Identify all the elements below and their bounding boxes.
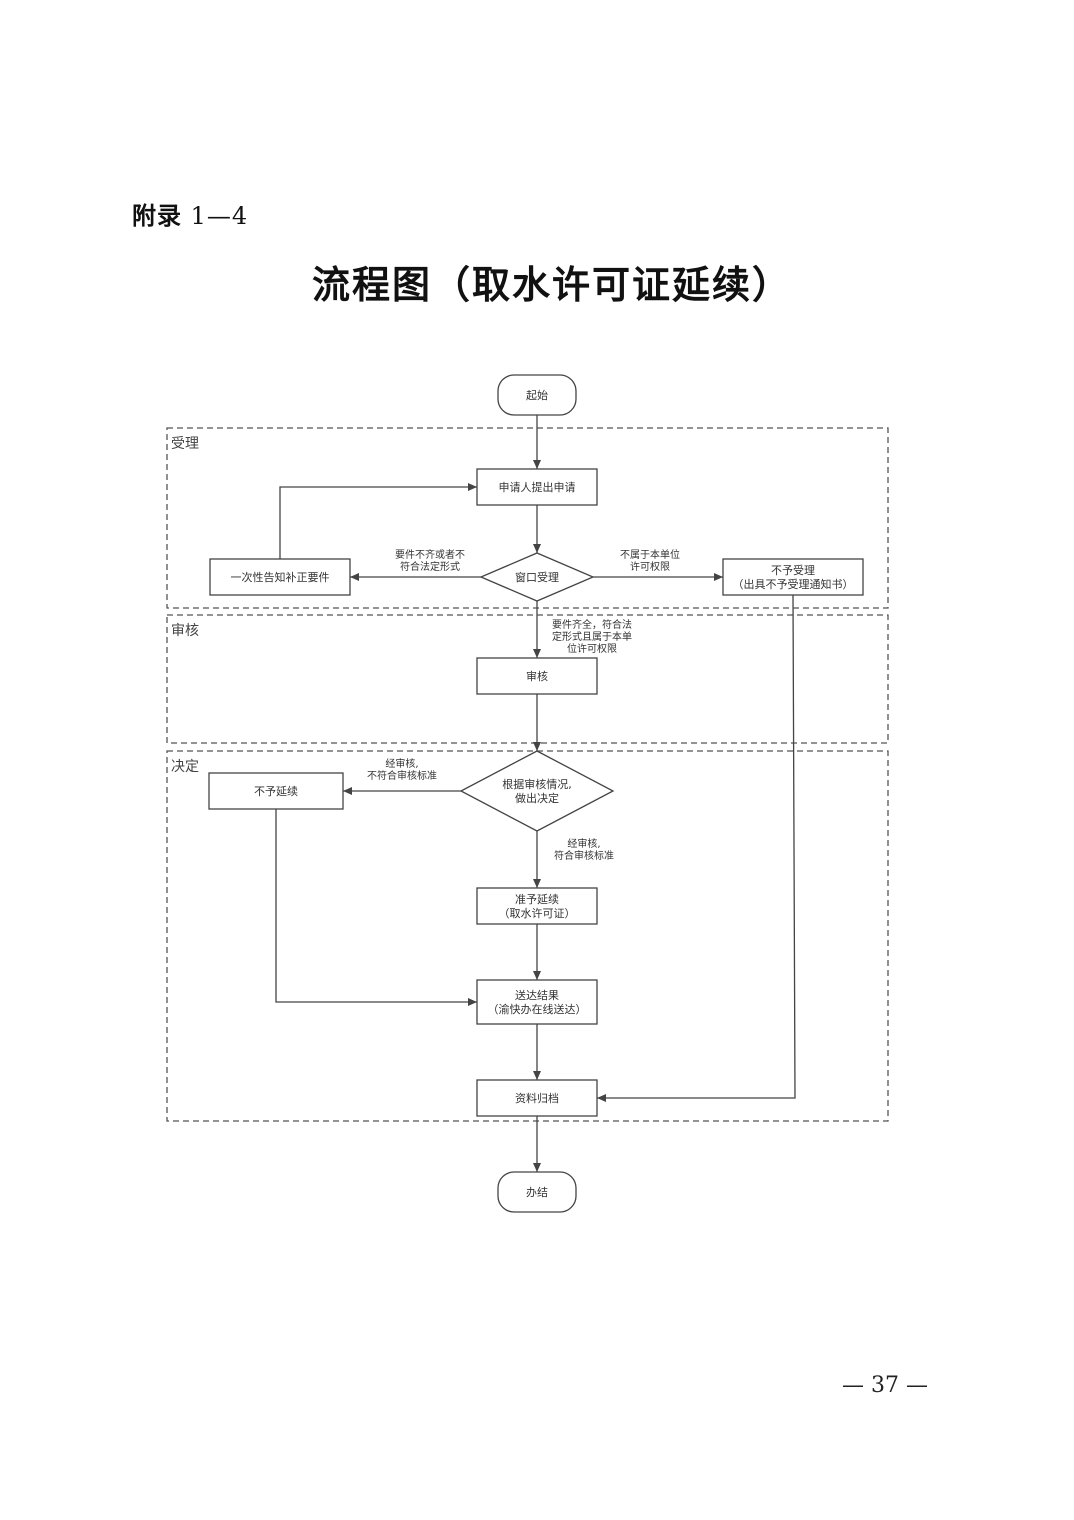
edge-label-line: 定形式且属于本单 bbox=[552, 630, 632, 643]
edge-label-line: 经审核, bbox=[567, 837, 600, 850]
node-text: 一次性告知补正要件 bbox=[231, 570, 330, 584]
node-text: （渝快办在线送达） bbox=[488, 1002, 587, 1016]
node-text: 不予延续 bbox=[254, 784, 298, 798]
lane-review bbox=[166, 614, 889, 744]
appendix-label-num: 1—4 bbox=[190, 202, 249, 230]
node-start: 起始 bbox=[497, 374, 577, 416]
edge-label-line: 要件齐全，符合法 bbox=[552, 618, 632, 631]
edge-notify-to-apply bbox=[279, 483, 477, 559]
node-text: （出具不予受理通知书） bbox=[733, 577, 854, 591]
node-text: 起始 bbox=[526, 388, 548, 402]
node-text: 根据审核情况, bbox=[502, 777, 572, 791]
node-apply: 申请人提出申请 bbox=[476, 468, 598, 506]
node-notify: 一次性告知补正要件 bbox=[209, 558, 351, 596]
edge-label-line: 许可权限 bbox=[630, 560, 670, 573]
lane-decide bbox=[166, 750, 889, 1122]
lane-label-accept: 受理 bbox=[171, 436, 199, 452]
node-text: 送达结果 bbox=[515, 988, 559, 1002]
appendix-label-cn: 附录 bbox=[132, 202, 182, 230]
edge-reject-accept-to-archive bbox=[597, 594, 796, 1102]
edge-label-line: 要件不齐或者不 bbox=[395, 548, 465, 561]
edge-label-line: 不符合审核标准 bbox=[367, 769, 437, 782]
lane-label-decide: 决定 bbox=[171, 759, 199, 775]
node-decision: 根据审核情况,做出决定 bbox=[459, 750, 615, 832]
node-text: 准予延续 bbox=[515, 892, 559, 906]
node-deny-renew: 不予延续 bbox=[208, 772, 344, 810]
edge-label: 经审核,不符合审核标准 bbox=[367, 757, 437, 782]
edge-label-line: 符合法定形式 bbox=[400, 560, 460, 573]
node-reject-accept: 不予受理（出具不予受理通知书） bbox=[722, 558, 864, 596]
node-review: 审核 bbox=[476, 657, 598, 695]
appendix-label: 附录 1—4 bbox=[132, 196, 248, 231]
lane-label-review: 审核 bbox=[171, 623, 199, 639]
page-title: 流程图（取水许可证延续） bbox=[311, 262, 792, 307]
node-archive: 资料归档 bbox=[476, 1079, 598, 1117]
edge-label-line: 经审核, bbox=[385, 757, 418, 770]
node-text: 办结 bbox=[526, 1186, 548, 1199]
edge-label-line: 符合审核标准 bbox=[554, 849, 614, 862]
node-deliver: 送达结果（渝快办在线送达） bbox=[476, 979, 598, 1025]
node-grant-renew: 准予延续（取水许可证） bbox=[476, 887, 598, 925]
node-text: 窗口受理 bbox=[515, 570, 559, 584]
node-text: 申请人提出申请 bbox=[499, 480, 576, 494]
node-text: 做出决定 bbox=[515, 791, 559, 805]
node-text: 资料归档 bbox=[515, 1091, 559, 1105]
edge-label-line: 不属于本单位 bbox=[620, 548, 680, 561]
page-number: — 37 — bbox=[842, 1373, 928, 1398]
node-text: 不予受理 bbox=[771, 564, 815, 577]
edge-label-line: 位许可权限 bbox=[567, 642, 617, 655]
node-window: 窗口受理 bbox=[479, 552, 595, 602]
node-end: 办结 bbox=[497, 1171, 577, 1213]
lane-accept bbox=[166, 427, 889, 609]
edge-label: 经审核,符合审核标准 bbox=[554, 837, 614, 862]
node-text: 审核 bbox=[526, 669, 548, 683]
edge-deny-renew-to-deliver bbox=[275, 809, 477, 1006]
node-text: （取水许可证） bbox=[499, 907, 576, 920]
